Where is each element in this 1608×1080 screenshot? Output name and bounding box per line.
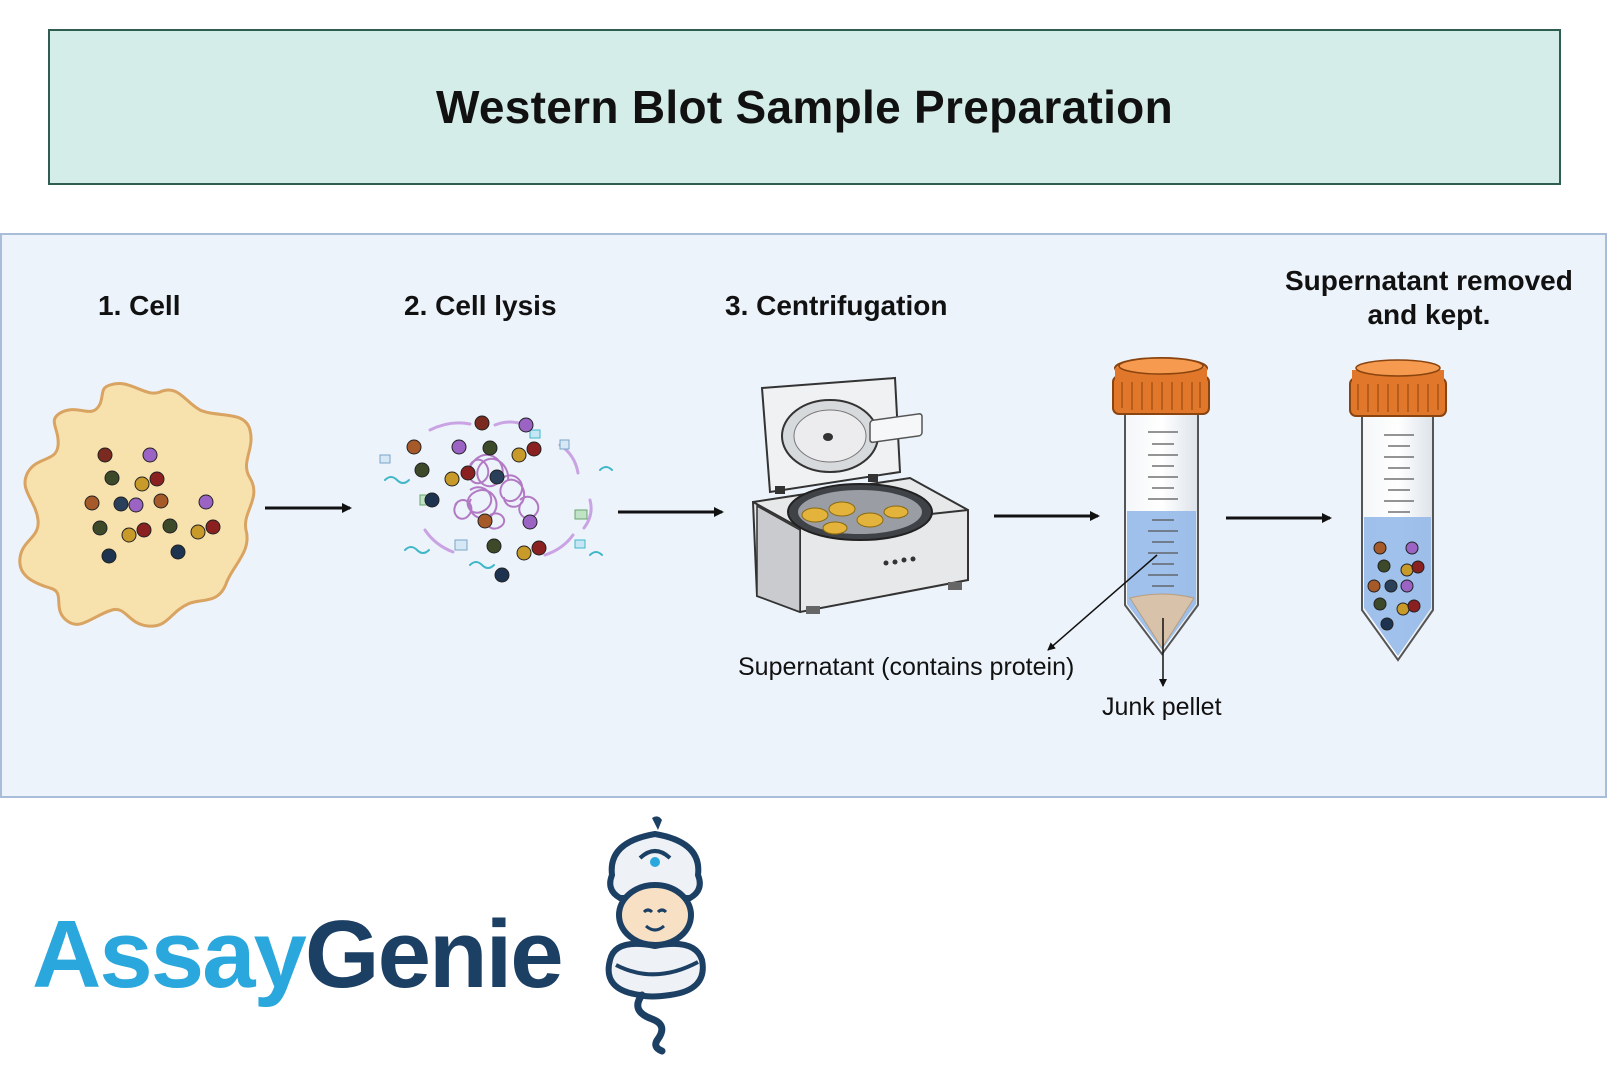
step-3-label: 3. Centrifugation [725,290,948,321]
genie-icon [605,816,706,1055]
supernatant-label: Supernatant (contains protein) [738,653,1075,681]
step-4-label-line1: Supernatant removed [1285,265,1573,296]
logo-text-genie: Genie [304,901,564,1008]
step-4-label-line2: and kept. [1367,299,1491,330]
step-4-label: Supernatant removed and kept. [1285,264,1573,332]
cell-icon [18,382,256,628]
page-title: Western Blot Sample Preparation [436,81,1173,133]
centrifuge-icon [751,376,969,614]
tube-icon [1112,357,1210,656]
step-1-label: 1. Cell [98,290,181,321]
lysed-cell-icon [379,415,613,583]
tube-icon [1349,359,1447,662]
logo-text-assay: Assay [32,901,307,1008]
title-box: Western Blot Sample Preparation [48,29,1561,185]
pellet-label: Junk pellet [1102,693,1222,721]
assaygenie-logo: AssayGenie [32,900,564,1010]
supernatant-pointer [1047,554,1158,651]
step-2-label: 2. Cell lysis [404,290,557,321]
